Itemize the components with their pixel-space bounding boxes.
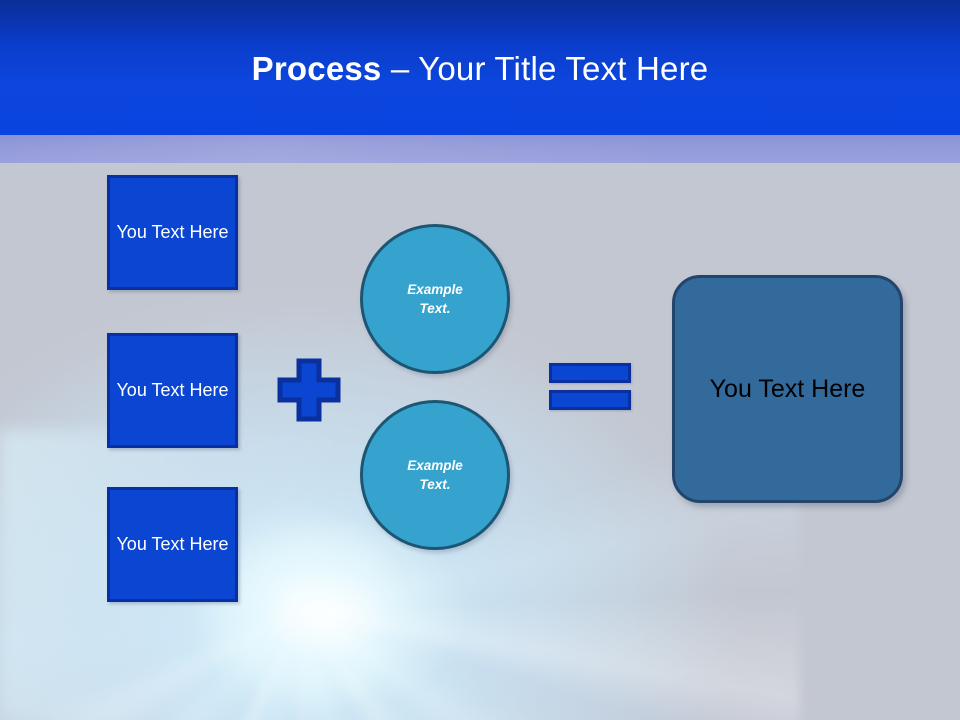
example-circle-2-line2: Text.: [419, 477, 451, 492]
result-box-label: You Text Here: [709, 375, 866, 403]
equals-icon-bar-bottom: [549, 390, 631, 410]
title-divider-sheen: [0, 135, 960, 163]
plus-icon: [277, 358, 341, 422]
input-box-2-label: You Text Here: [116, 380, 229, 400]
title-band-sheen: [0, 0, 960, 135]
equals-icon: [549, 363, 631, 410]
example-circle-1-line2: Text.: [419, 301, 451, 316]
input-box-3[interactable]: You Text Here: [107, 487, 238, 602]
result-box[interactable]: You Text Here: [672, 275, 903, 503]
example-circle-2-line1: Example: [407, 458, 463, 473]
slide-title: Process – Your Title Text Here: [0, 50, 960, 88]
example-circle-1-line1: Example: [407, 282, 463, 297]
example-circle-1[interactable]: Example Text.: [360, 224, 510, 374]
slide-title-strong: Process: [251, 50, 382, 87]
equals-icon-bar-top: [549, 363, 631, 383]
slide-title-rest: – Your Title Text Here: [381, 50, 709, 87]
title-band: [0, 0, 960, 135]
input-box-1-label: You Text Here: [116, 222, 229, 242]
input-box-3-label: You Text Here: [116, 534, 229, 554]
title-divider-strip: [0, 135, 960, 163]
input-box-2[interactable]: You Text Here: [107, 333, 238, 448]
input-box-1[interactable]: You Text Here: [107, 175, 238, 290]
example-circle-2[interactable]: Example Text.: [360, 400, 510, 550]
